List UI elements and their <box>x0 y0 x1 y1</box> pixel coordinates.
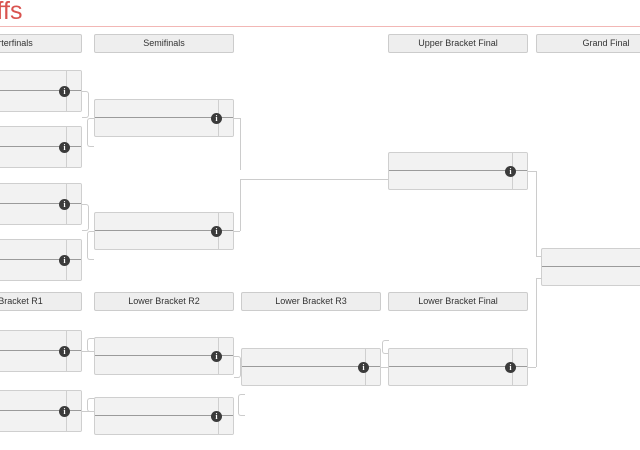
round-header-label: Lower Bracket R1 <box>0 296 43 306</box>
round-header-label: Grand Final <box>582 38 630 48</box>
info-icon[interactable]: i <box>59 198 70 210</box>
connector-sf1-ubf-v <box>240 118 241 170</box>
match-quarterfinal-1[interactable]: Team Nigma Natus Vincere i <box>0 70 82 112</box>
connector-qf1-sf1 <box>82 91 89 118</box>
round-header-quarterfinals[interactable]: Quarterfinals <box>0 34 82 53</box>
match-semifinal-2[interactable]: i <box>94 212 234 250</box>
connector-lbf-gf-h <box>528 367 536 368</box>
connector-lr2-1-in-top <box>87 338 94 352</box>
team-slot-top[interactable] <box>0 240 81 260</box>
info-icon[interactable]: i <box>59 254 70 266</box>
connector-gf-top-in <box>536 256 542 257</box>
connector-ubf-gf-h <box>528 171 536 172</box>
info-icon[interactable]: i <box>211 112 222 124</box>
team-slot-top[interactable] <box>95 398 233 416</box>
info-icon[interactable]: i <box>211 410 222 422</box>
info-icon[interactable]: i <box>59 141 70 153</box>
team-slot-top[interactable]: Team Prodigy <box>0 127 81 147</box>
match-quarterfinal-2[interactable]: Team Prodigy Team Secret i <box>0 126 82 168</box>
round-header-label: Lower Bracket Final <box>418 296 498 306</box>
round-header-grand-final[interactable]: Grand Final <box>536 34 640 53</box>
round-header-lower-bracket-r2[interactable]: Lower Bracket R2 <box>94 292 234 311</box>
info-icon[interactable]: i <box>59 345 70 357</box>
info-icon[interactable]: i <box>59 405 70 417</box>
match-quarterfinal-3[interactable]: Team Liquid OG i <box>0 183 82 225</box>
connector-sf-ubf-join <box>240 179 388 180</box>
info-icon[interactable]: i <box>505 361 516 373</box>
connector-lr2-2-in-top <box>87 398 94 412</box>
match-upper-bracket-final[interactable]: i <box>388 152 528 190</box>
match-lower-r2-2[interactable]: i <box>94 397 234 435</box>
connector-lbf-in-top <box>382 340 389 354</box>
team-slot-top[interactable]: Team Nigma <box>0 71 81 91</box>
team-slot-top[interactable] <box>542 249 640 267</box>
team-slot-top[interactable] <box>95 213 233 231</box>
page-title: Playoffs <box>0 0 23 25</box>
connector-lr2-2-lr3 <box>238 394 245 416</box>
match-lower-bracket-final[interactable]: i <box>388 348 528 386</box>
connector-lbf-gf-v <box>536 278 537 367</box>
match-semifinal-1[interactable]: i <box>94 99 234 137</box>
connector-qf4-sf2 <box>87 231 94 260</box>
round-header-lower-bracket-r1[interactable]: Lower Bracket R1 <box>0 292 82 311</box>
team-slot-top[interactable] <box>0 391 81 411</box>
info-icon[interactable]: i <box>211 350 222 362</box>
match-lower-r3[interactable]: i <box>241 348 381 386</box>
info-icon[interactable]: i <box>358 361 369 373</box>
connector-qf3-sf2 <box>82 204 89 231</box>
connector-qf2-sf1 <box>87 118 94 147</box>
team-slot-bottom[interactable] <box>542 267 640 285</box>
match-lower-r1-1[interactable]: i <box>0 330 82 372</box>
connector-ubf-gf-v <box>536 171 537 256</box>
round-header-label: Lower Bracket R2 <box>128 296 200 306</box>
info-icon[interactable]: i <box>211 225 222 237</box>
title-divider <box>0 26 640 27</box>
team-slot-top[interactable] <box>242 349 380 367</box>
team-slot-top[interactable] <box>389 153 527 171</box>
connector-sf2-ubf-v <box>240 179 241 231</box>
connector-lr3-lbf-h <box>381 367 388 368</box>
team-slot-top[interactable] <box>389 349 527 367</box>
round-header-lower-bracket-r3[interactable]: Lower Bracket R3 <box>241 292 381 311</box>
round-header-upper-bracket-final[interactable]: Upper Bracket Final <box>388 34 528 53</box>
match-quarterfinal-4[interactable]: Alliance i <box>0 239 82 281</box>
connector-gf-bottom-in <box>536 278 542 279</box>
team-slot-top[interactable]: Team Liquid <box>0 184 81 204</box>
round-header-label: Lower Bracket R3 <box>275 296 347 306</box>
round-header-lower-bracket-final[interactable]: Lower Bracket Final <box>388 292 528 311</box>
match-lower-r1-2[interactable]: i <box>0 390 82 432</box>
team-slot-top[interactable] <box>95 100 233 118</box>
team-slot-top[interactable] <box>95 338 233 356</box>
connector-lr2-1-lr3 <box>234 356 241 378</box>
team-slot-top[interactable] <box>0 331 81 351</box>
match-grand-final[interactable]: i <box>541 248 640 286</box>
connector-sf2-ubf-h <box>234 231 240 232</box>
info-icon[interactable]: i <box>505 165 516 177</box>
round-header-semifinals[interactable]: Semifinals <box>94 34 234 53</box>
info-icon[interactable]: i <box>59 85 70 97</box>
round-header-label: Quarterfinals <box>0 38 33 48</box>
round-header-label: Upper Bracket Final <box>418 38 498 48</box>
round-header-label: Semifinals <box>143 38 185 48</box>
match-lower-r2-1[interactable]: i <box>94 337 234 375</box>
connector-sf1-ubf-h <box>234 118 240 119</box>
